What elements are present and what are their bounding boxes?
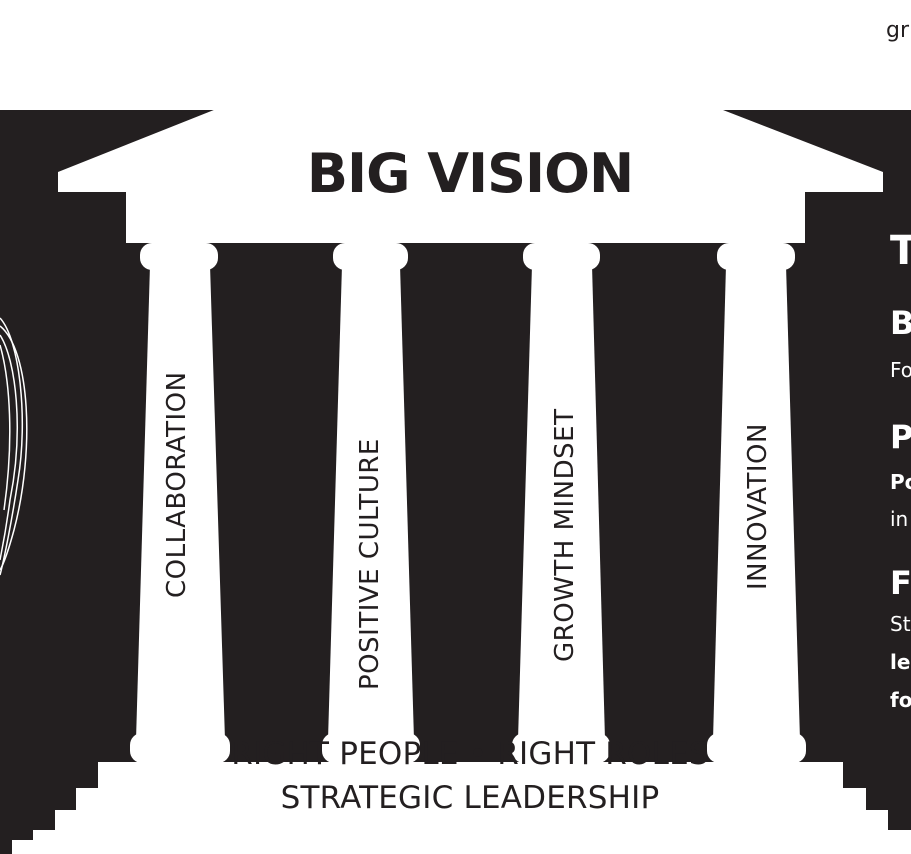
side-item3-bold-1: le: [890, 650, 911, 674]
foundation-line-1: RIGHT PEOPLE • RIGHT ROLES: [231, 736, 709, 772]
side-item1-heading: B: [890, 304, 911, 342]
pillar-collaboration: [130, 243, 230, 763]
temple-entablature: [126, 188, 805, 243]
side-panel-heading: T: [890, 228, 911, 274]
temple-foundation-steps: [12, 762, 911, 854]
pillar-innovation: [707, 243, 806, 763]
foundation-line-2: STRATEGIC LEADERSHIP: [280, 780, 660, 816]
big-vision-title: BIG VISION: [306, 142, 634, 205]
side-item2-heading: P: [890, 418, 911, 456]
pillar-label-collaboration: COLLABORATION: [162, 371, 192, 598]
swirl-decoration: [0, 317, 28, 576]
pillar-positive-culture: [322, 243, 420, 763]
side-item3-heading: F: [890, 564, 911, 602]
pillar-growth-mindset: [512, 243, 610, 763]
side-item2-body: in: [890, 507, 909, 531]
side-item3-body: St: [890, 612, 911, 636]
pillar-label-growth-mindset: GROWTH MINDSET: [550, 408, 580, 662]
side-item1-body: Fo: [890, 358, 911, 382]
side-item3-bold-2: fo: [890, 688, 911, 712]
top-right-text-fragment: gr: [886, 18, 910, 43]
temple-roof: [58, 10, 883, 192]
side-item2-bold: Po: [890, 470, 911, 494]
pillar-label-positive-culture: POSITIVE CULTURE: [355, 438, 385, 690]
pillar-label-innovation: INNOVATION: [743, 423, 773, 590]
